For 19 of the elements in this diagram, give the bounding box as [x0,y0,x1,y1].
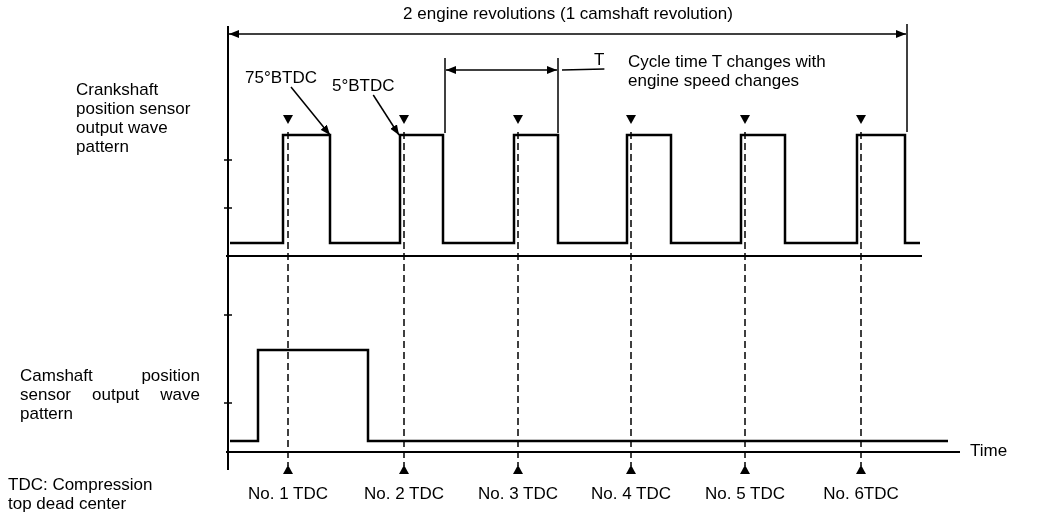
annotation-text: Cycle time T changes with engine speed changes [628,52,827,90]
leader-line [290,86,331,136]
annotation-text: TDC: Compression top dead center [8,475,154,513]
crankshaft-waveform [230,133,921,245]
annotation-text: Camshaft position sensor output wave pattern [20,366,200,423]
leader-line [561,68,606,71]
tdc-label: No. 3 TDC [477,484,559,503]
leader-line [372,94,400,136]
axis-label: Time [970,441,1008,460]
tdc-label: No. 2 TDC [363,484,445,503]
tdc-label: No. 1 TDC [247,484,329,503]
callout-label: 75°BTDC [245,68,317,87]
callout-label: 5°BTDC [332,76,395,95]
tdc-label: No. 5 TDC [704,484,786,503]
tdc-label: No. 4 TDC [590,484,672,503]
callout-label: T [594,50,605,69]
dimension-label: 2 engine revolutions (1 camshaft revolution) [402,4,734,23]
annotation-text: Crankshaft position sensor output wave pattern [76,80,192,156]
tdc-label: No. 6TDC [822,484,900,503]
